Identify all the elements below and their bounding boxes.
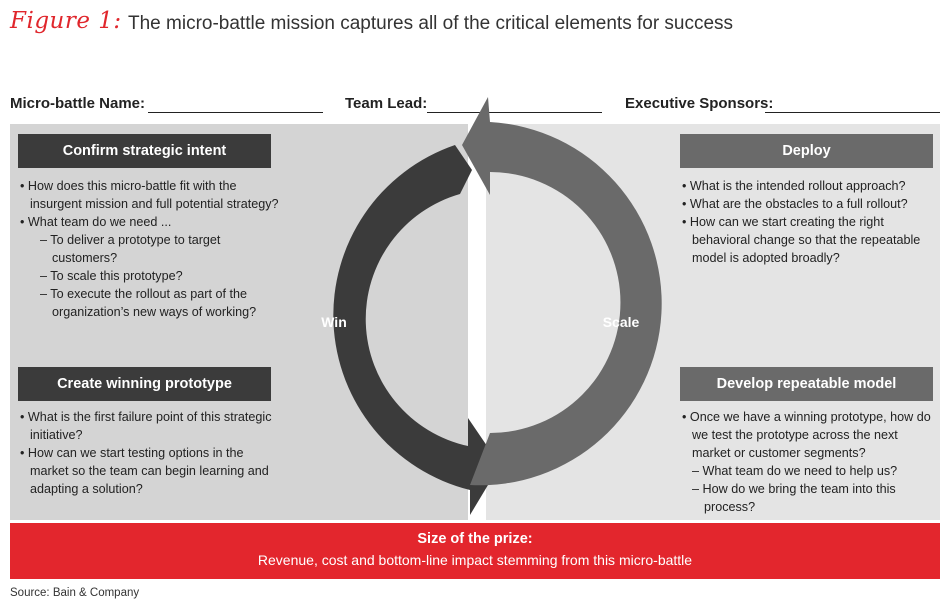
develop-repeatable-model-list: • Once we have a winning prototype, how …	[680, 408, 938, 516]
deploy-header: Deploy	[680, 134, 933, 168]
size-of-prize-subtitle: Revenue, cost and bottom-line impact ste…	[257, 552, 693, 568]
develop-repeatable-model-header: Develop repeatable model	[680, 367, 933, 401]
scale-label: Scale	[603, 314, 640, 330]
list-sub-item: – To execute the rollout as part of the …	[40, 287, 257, 319]
deploy-list: • What is the intended rollout approach?…	[680, 177, 938, 267]
executive-sponsors-field[interactable]	[765, 112, 940, 113]
confirm-strategic-intent-header: Confirm strategic intent	[18, 134, 271, 168]
list-sub-item: – What team do we need to help us?	[692, 464, 898, 478]
size-of-prize-title: Size of the prize:	[417, 531, 533, 547]
list-item: • What is the first failure point of thi…	[20, 410, 272, 442]
list-item: • What team do we need ...	[20, 215, 172, 229]
list-item: • How can we start creating the right be…	[682, 215, 921, 265]
list-sub-item: – To scale this prototype?	[40, 269, 183, 283]
list-item: • What are the obstacles to a full rollo…	[682, 197, 908, 211]
create-winning-prototype-header: Create winning prototype	[18, 367, 271, 401]
win-arrow	[333, 145, 500, 515]
scale-arrow	[462, 97, 662, 486]
micro-battle-name-field[interactable]	[148, 112, 323, 113]
list-sub-item: – How do we bring the team into this pro…	[692, 482, 896, 514]
win-label: Win	[321, 314, 347, 330]
micro-battle-name-label: Micro-battle Name:	[10, 95, 146, 112]
create-winning-prototype-list: • What is the first failure point of thi…	[18, 408, 280, 498]
confirm-strategic-intent-list: • How does this micro-battle fit with th…	[18, 177, 280, 321]
source-note: Source: Bain & Company	[10, 587, 140, 599]
list-item: • How does this micro-battle fit with th…	[20, 179, 279, 211]
team-lead-label: Team Lead:	[345, 95, 428, 112]
list-item: • How can we start testing options in th…	[20, 446, 269, 496]
list-sub-item: – To deliver a prototype to target custo…	[40, 233, 221, 265]
team-lead-field[interactable]	[427, 112, 602, 113]
executive-sponsors-label: Executive Sponsors:	[625, 95, 774, 112]
figure-label: Figure 1:	[10, 8, 122, 34]
figure-title: The micro-battle mission captures all of…	[128, 13, 734, 34]
size-of-prize-bar: Size of the prize: Revenue, cost and bot…	[10, 523, 940, 579]
list-item: • Once we have a winning prototype, how …	[682, 410, 931, 460]
list-item: • What is the intended rollout approach?	[682, 179, 906, 193]
